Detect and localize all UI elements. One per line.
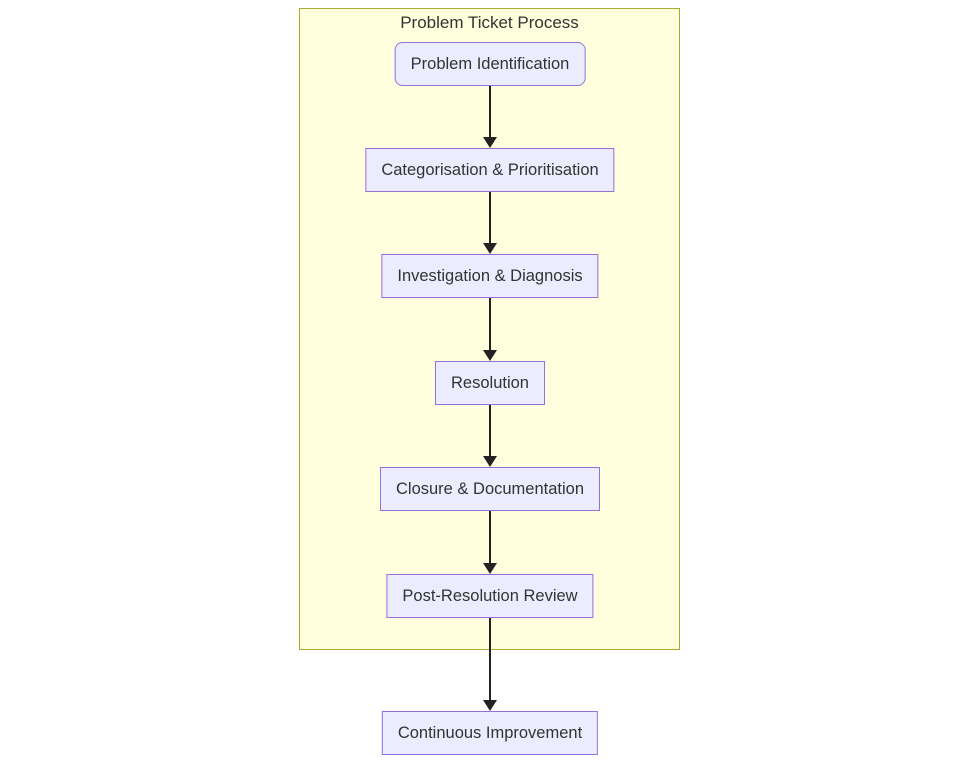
edge-line xyxy=(489,86,491,137)
arrow-review-to-improvement xyxy=(483,618,497,711)
arrowhead-down-icon xyxy=(483,563,497,574)
arrow-categorisation-to-investigation xyxy=(483,192,497,254)
arrow-identification-to-categorisation xyxy=(483,86,497,148)
arrowhead-down-icon xyxy=(483,350,497,361)
node-closure-documentation: Closure & Documentation xyxy=(379,467,601,511)
edge-line xyxy=(489,405,491,456)
arrow-investigation-to-resolution xyxy=(483,298,497,361)
edge-line xyxy=(489,618,491,700)
edge-line xyxy=(489,511,491,563)
subgraph-title: Problem Ticket Process xyxy=(400,13,579,32)
edge-line xyxy=(489,298,491,350)
arrowhead-down-icon xyxy=(483,700,497,711)
node-post-resolution-review: Post-Resolution Review xyxy=(386,574,594,618)
arrow-closure-to-review xyxy=(483,511,497,574)
node-problem-identification: Problem Identification xyxy=(394,42,586,86)
arrow-resolution-to-closure xyxy=(483,405,497,467)
node-continuous-improvement: Continuous Improvement xyxy=(381,711,599,755)
arrowhead-down-icon xyxy=(483,243,497,254)
arrowhead-down-icon xyxy=(483,137,497,148)
node-investigation-diagnosis: Investigation & Diagnosis xyxy=(381,254,599,298)
arrowhead-down-icon xyxy=(483,456,497,467)
edge-line xyxy=(489,192,491,243)
node-resolution: Resolution xyxy=(435,361,545,405)
node-categorisation-prioritisation: Categorisation & Prioritisation xyxy=(365,148,615,192)
